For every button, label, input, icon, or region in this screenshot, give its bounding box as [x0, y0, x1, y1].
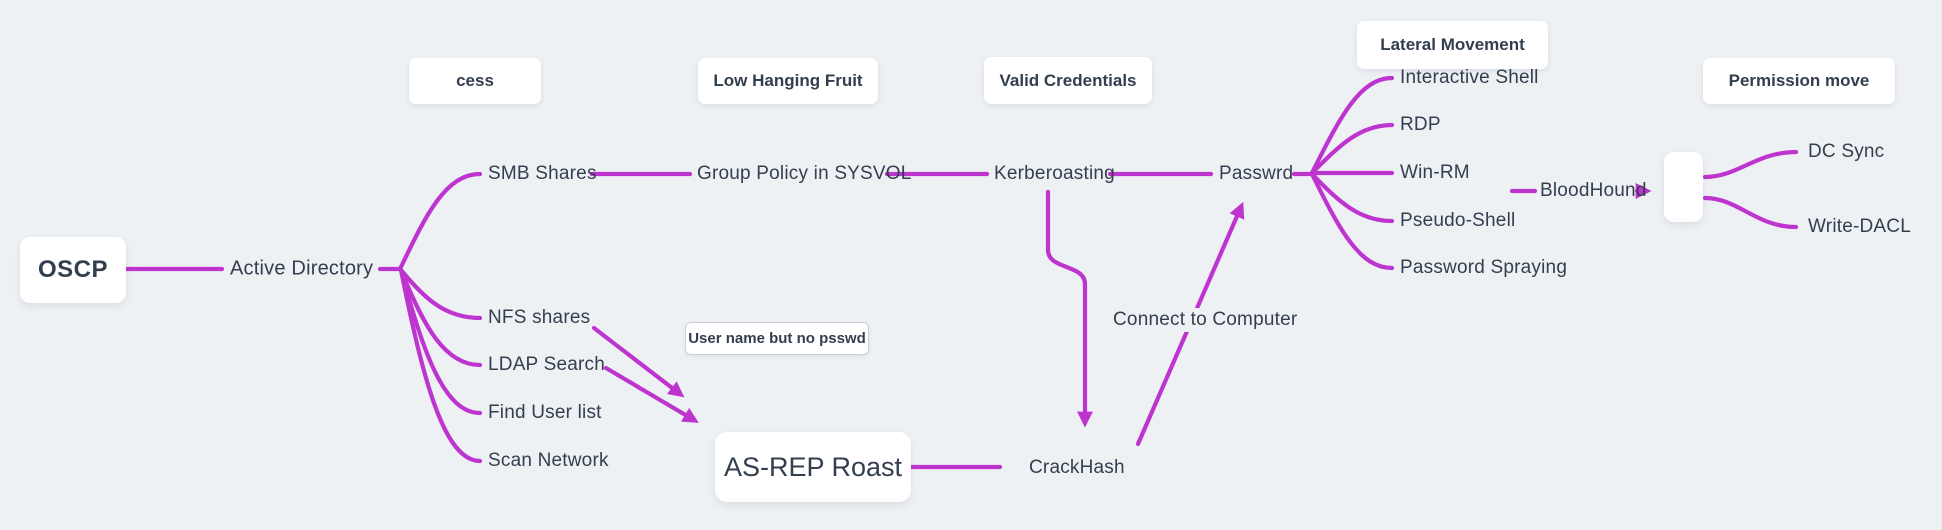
node-dc-sync[interactable]: DC Sync: [1808, 141, 1885, 162]
header-permission-move[interactable]: Permission move: [1703, 58, 1895, 104]
edge-passwrd-interactive-shell: [1309, 75, 1395, 176]
node-connect-to-computer[interactable]: Connect to Computer: [1108, 308, 1303, 332]
edge-ad-ldap-search: [398, 267, 483, 368]
node-interactive-shell[interactable]: Interactive Shell: [1400, 67, 1539, 88]
node-win-rm[interactable]: Win-RM: [1400, 162, 1470, 183]
header-cess-label: cess: [456, 71, 494, 90]
node-smb-shares[interactable]: SMB Shares: [488, 163, 597, 184]
node-write-dacl[interactable]: Write-DACL: [1808, 216, 1911, 237]
node-bloodhound[interactable]: BloodHound: [1540, 180, 1647, 201]
edge-passwrd-rdp: [1309, 122, 1395, 176]
note-user-name-no-psswd[interactable]: User name but no psswd: [685, 322, 869, 355]
edge-ad-nfs-shares: [398, 267, 483, 321]
node-find-user-list[interactable]: Find User list: [488, 402, 602, 423]
node-rdp[interactable]: RDP: [1400, 114, 1441, 135]
edge-passwrd-pseudo-shell: [1309, 171, 1395, 224]
node-group-policy-sysvol[interactable]: Group Policy in SYSVOL: [697, 163, 912, 184]
node-ldap-search[interactable]: LDAP Search: [488, 354, 605, 375]
edge-nfs-asrep-arrow: [591, 325, 685, 398]
node-scan-network[interactable]: Scan Network: [488, 450, 609, 471]
node-oscp-label: OSCP: [37, 256, 108, 283]
node-empty[interactable]: [1664, 152, 1703, 222]
header-lateral-movement-label: Lateral Movement: [1380, 35, 1525, 54]
edge-ad-scan-network: [398, 267, 483, 464]
node-oscp[interactable]: OSCP: [20, 237, 126, 303]
node-crackhash[interactable]: CrackHash: [1029, 457, 1125, 478]
header-low-hanging-fruit[interactable]: Low Hanging Fruit: [698, 58, 878, 104]
header-valid-credentials-label: Valid Credentials: [999, 70, 1137, 90]
node-kerberoasting[interactable]: Kerberoasting: [994, 163, 1115, 184]
edge-ad-smb-shares: [397, 171, 483, 272]
node-as-rep-roast-label: AS-REP Roast: [723, 451, 903, 482]
edge-kerberoasting-crackhash-arrow: [1045, 189, 1093, 428]
node-passwrd[interactable]: Passwrd: [1219, 163, 1294, 184]
node-as-rep-roast[interactable]: AS-REP Roast: [715, 432, 911, 502]
header-low-hanging-fruit-label: Low Hanging Fruit: [713, 71, 863, 90]
edge-ldap-asrep-arrow: [603, 365, 699, 423]
note-user-name-no-psswd-label: User name but no psswd: [688, 330, 866, 347]
header-cess[interactable]: cess: [409, 58, 541, 104]
node-password-spraying[interactable]: Password Spraying: [1400, 257, 1568, 278]
node-active-directory[interactable]: Active Directory: [230, 257, 374, 280]
header-lateral-movement[interactable]: Lateral Movement: [1357, 21, 1548, 69]
header-permission-move-label: Permission move: [1728, 71, 1870, 90]
edge-empty-dc-sync: [1702, 149, 1799, 180]
header-valid-credentials[interactable]: Valid Credentials: [984, 57, 1152, 104]
edge-passwrd-password-spraying: [1309, 171, 1395, 271]
edge-empty-write-dacl: [1702, 195, 1799, 230]
node-pseudo-shell[interactable]: Pseudo-Shell: [1400, 210, 1516, 231]
node-nfs-shares[interactable]: NFS shares: [488, 307, 591, 328]
